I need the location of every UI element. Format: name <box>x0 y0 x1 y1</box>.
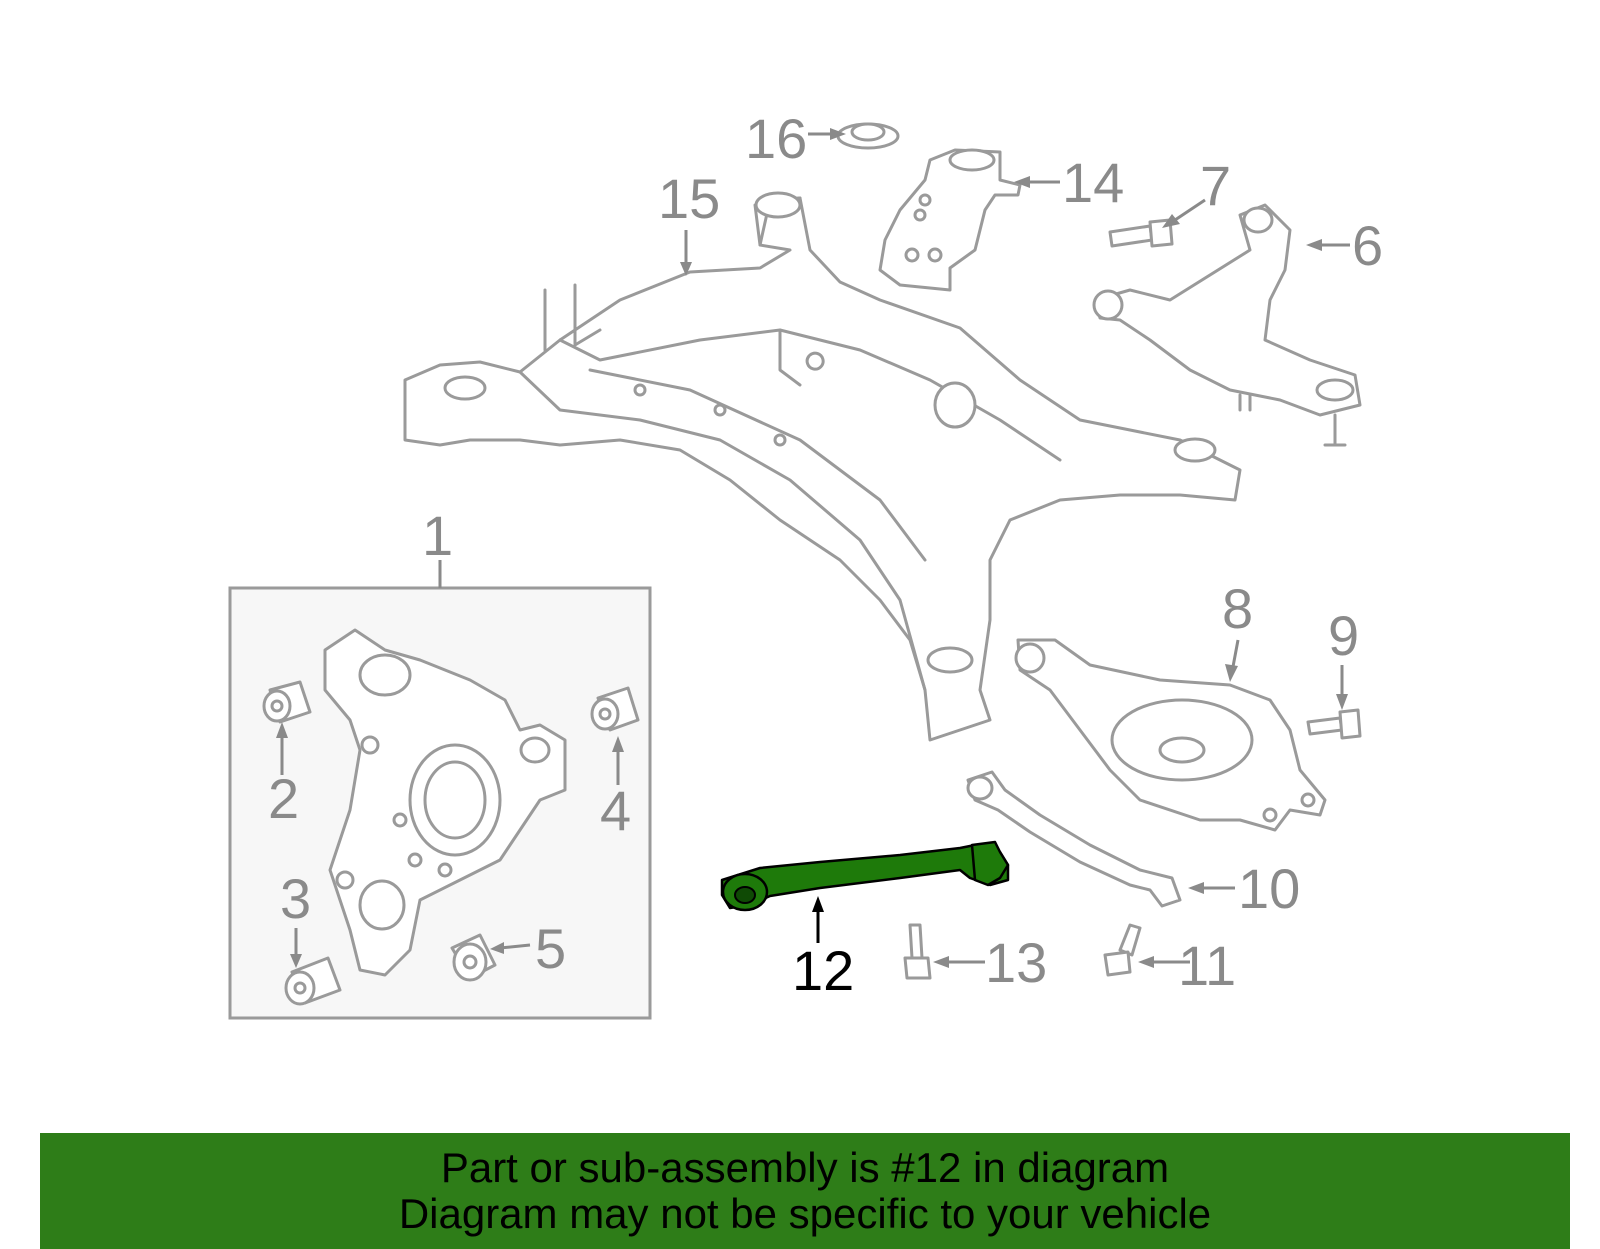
callout-13-label: 13 <box>985 931 1047 994</box>
callout-6-label: 6 <box>1352 214 1383 277</box>
bolt-9-part <box>1306 708 1362 740</box>
bolt-7-part <box>1108 218 1174 248</box>
callout-1-label: 1 <box>422 504 453 567</box>
mount-washer-part <box>836 122 900 150</box>
callout-4-label: 4 <box>600 779 631 842</box>
callout-11-label: 11 <box>1178 934 1236 997</box>
bushing-5-part <box>450 933 497 982</box>
callout-14-label: 14 <box>1062 151 1124 214</box>
callout-9: 9 <box>1328 604 1359 710</box>
lateral-link-part <box>966 770 1182 908</box>
callout-4: 4 <box>600 736 631 842</box>
rear-subframe-part <box>403 191 1242 742</box>
callout-10: 10 <box>1188 857 1300 920</box>
bushing-4-part <box>590 686 640 732</box>
callout-13: 13 <box>933 931 1047 994</box>
callout-14: 14 <box>1014 151 1124 214</box>
bracket-part <box>878 148 1022 292</box>
callout-15: 15 <box>658 167 720 276</box>
callout-2-label: 2 <box>268 767 299 830</box>
bolt-11-part <box>1103 923 1142 977</box>
callout-10-label: 10 <box>1238 857 1300 920</box>
callout-7: 7 <box>1162 154 1231 228</box>
callout-3: 3 <box>280 867 311 968</box>
callout-8-label: 8 <box>1222 577 1253 640</box>
callout-7-label: 7 <box>1200 154 1231 217</box>
lower-arm-part <box>1014 638 1327 832</box>
callout-12-label: 12 <box>792 939 854 1002</box>
callout-2: 2 <box>268 722 299 830</box>
callout-16: 16 <box>745 107 846 170</box>
callout-3-label: 3 <box>280 867 311 930</box>
callout-5-label: 5 <box>535 917 566 980</box>
footer-line-2: Diagram may not be specific to your vehi… <box>398 1190 1212 1237</box>
bushing-3-part <box>284 956 342 1006</box>
callout-15-label: 15 <box>658 167 720 230</box>
footer-line-1: Part or sub-assembly is #12 in diagram <box>440 1144 1170 1191</box>
highlighted-link-part-12 <box>720 840 1010 912</box>
callout-8: 8 <box>1222 577 1253 682</box>
footer-banner: Part or sub-assembly is #12 in diagram D… <box>40 1133 1570 1249</box>
callout-11: 11 <box>1138 934 1236 997</box>
callout-6: 6 <box>1306 214 1383 277</box>
callout-5: 5 <box>490 917 566 980</box>
upper-arm-part <box>1092 203 1362 447</box>
knuckle-part <box>323 628 567 977</box>
callout-9-label: 9 <box>1328 604 1359 667</box>
bushing-2-part <box>262 680 312 724</box>
bolt-13-part <box>903 923 932 980</box>
callout-16-label: 16 <box>745 107 807 170</box>
callout-12: 12 <box>792 896 854 1002</box>
